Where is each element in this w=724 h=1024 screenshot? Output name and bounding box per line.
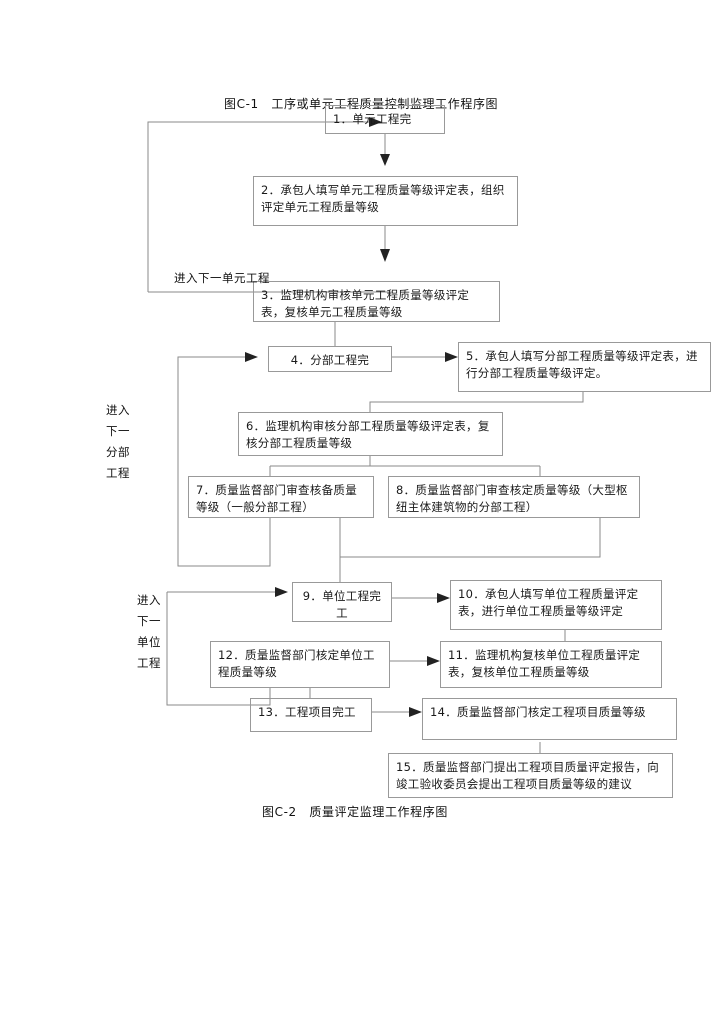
flow-box-8[interactable]: 8．质量监督部门审查核定质量等级（大型枢纽主体建筑物的分部工程） [388,476,640,518]
arrow-13-to-14 [409,707,422,717]
loop-label-branch-line-4: 工程 [106,466,130,480]
flow-box-1[interactable]: 1．单元工程完 [325,105,445,134]
loop-label-branch-line-3: 分部 [106,445,130,459]
flow-box-2[interactable]: 2．承包人填写单元工程质量等级评定表，组织评定单元工程质量等级 [253,176,518,226]
arrow-12-to-11 [427,656,440,666]
loop-label-single-line-4: 工程 [137,656,161,670]
flow-box-14[interactable]: 14．质量监督部门核定工程项目质量等级 [422,698,677,740]
arrow-1-to-2 [380,154,390,166]
loop-label-single-line-2: 下一 [137,614,161,628]
wire-7-8-join [339,518,601,558]
arrow-4-to-5 [445,352,458,362]
arrow-loop-branch [245,352,258,362]
flow-box-11[interactable]: 11．监理机构复核单位工程质量评定表，复核单位工程质量等级 [440,641,662,688]
chart-caption-c2: 图C-2 质量评定监理工作程序图 [262,805,448,819]
flow-box-15[interactable]: 15．质量监督部门提出工程项目质量评定报告，向竣工验收委员会提出工程项目质量等级… [388,753,673,798]
loop-label-branch-line-2: 下一 [106,424,130,438]
loop-label-unit: 进入下一单元工程 [174,271,270,285]
flow-box-13[interactable]: 13．工程项目完工 [250,698,372,732]
flow-box-6[interactable]: 6．监理机构审核分部工程质量等级评定表，复核分部工程质量等级 [238,412,503,456]
flow-box-3[interactable]: 3．监理机构审核单元工程质量等级评定表，复核单元工程质量等级 [253,281,500,322]
flow-box-12[interactable]: 12．质量监督部门核定单位工程质量等级 [210,641,390,688]
arrow-2-to-3 [380,249,390,262]
flow-box-9[interactable]: 9．单位工程完工 [292,582,392,622]
loop-label-single-line-3: 单位 [137,635,161,649]
arrow-loop-single [275,587,288,597]
flow-box-5[interactable]: 5．承包人填写分部工程质量等级评定表，进行分部工程质量等级评定。 [458,342,711,392]
wire-loop-branch [177,356,271,567]
arrow-9-to-10 [437,593,450,603]
loop-label-single: 进入 下一 单位 工程 [137,590,161,674]
flow-box-10[interactable]: 10．承包人填写单位工程质量评定表，进行单位工程质量等级评定 [450,580,662,630]
loop-label-branch-line-1: 进入 [106,403,130,417]
loop-label-single-line-1: 进入 [137,593,161,607]
flow-box-7[interactable]: 7．质量监督部门审查核备质量等级（一般分部工程） [188,476,374,518]
chart-title-c1: 图C-1 工序或单元工程质量控制监理工作程序图 [224,97,499,111]
flow-box-4[interactable]: 4．分部工程完 [268,346,392,372]
loop-label-branch: 进入 下一 分部 工程 [106,400,130,484]
wire-5-to-6 [369,392,584,412]
